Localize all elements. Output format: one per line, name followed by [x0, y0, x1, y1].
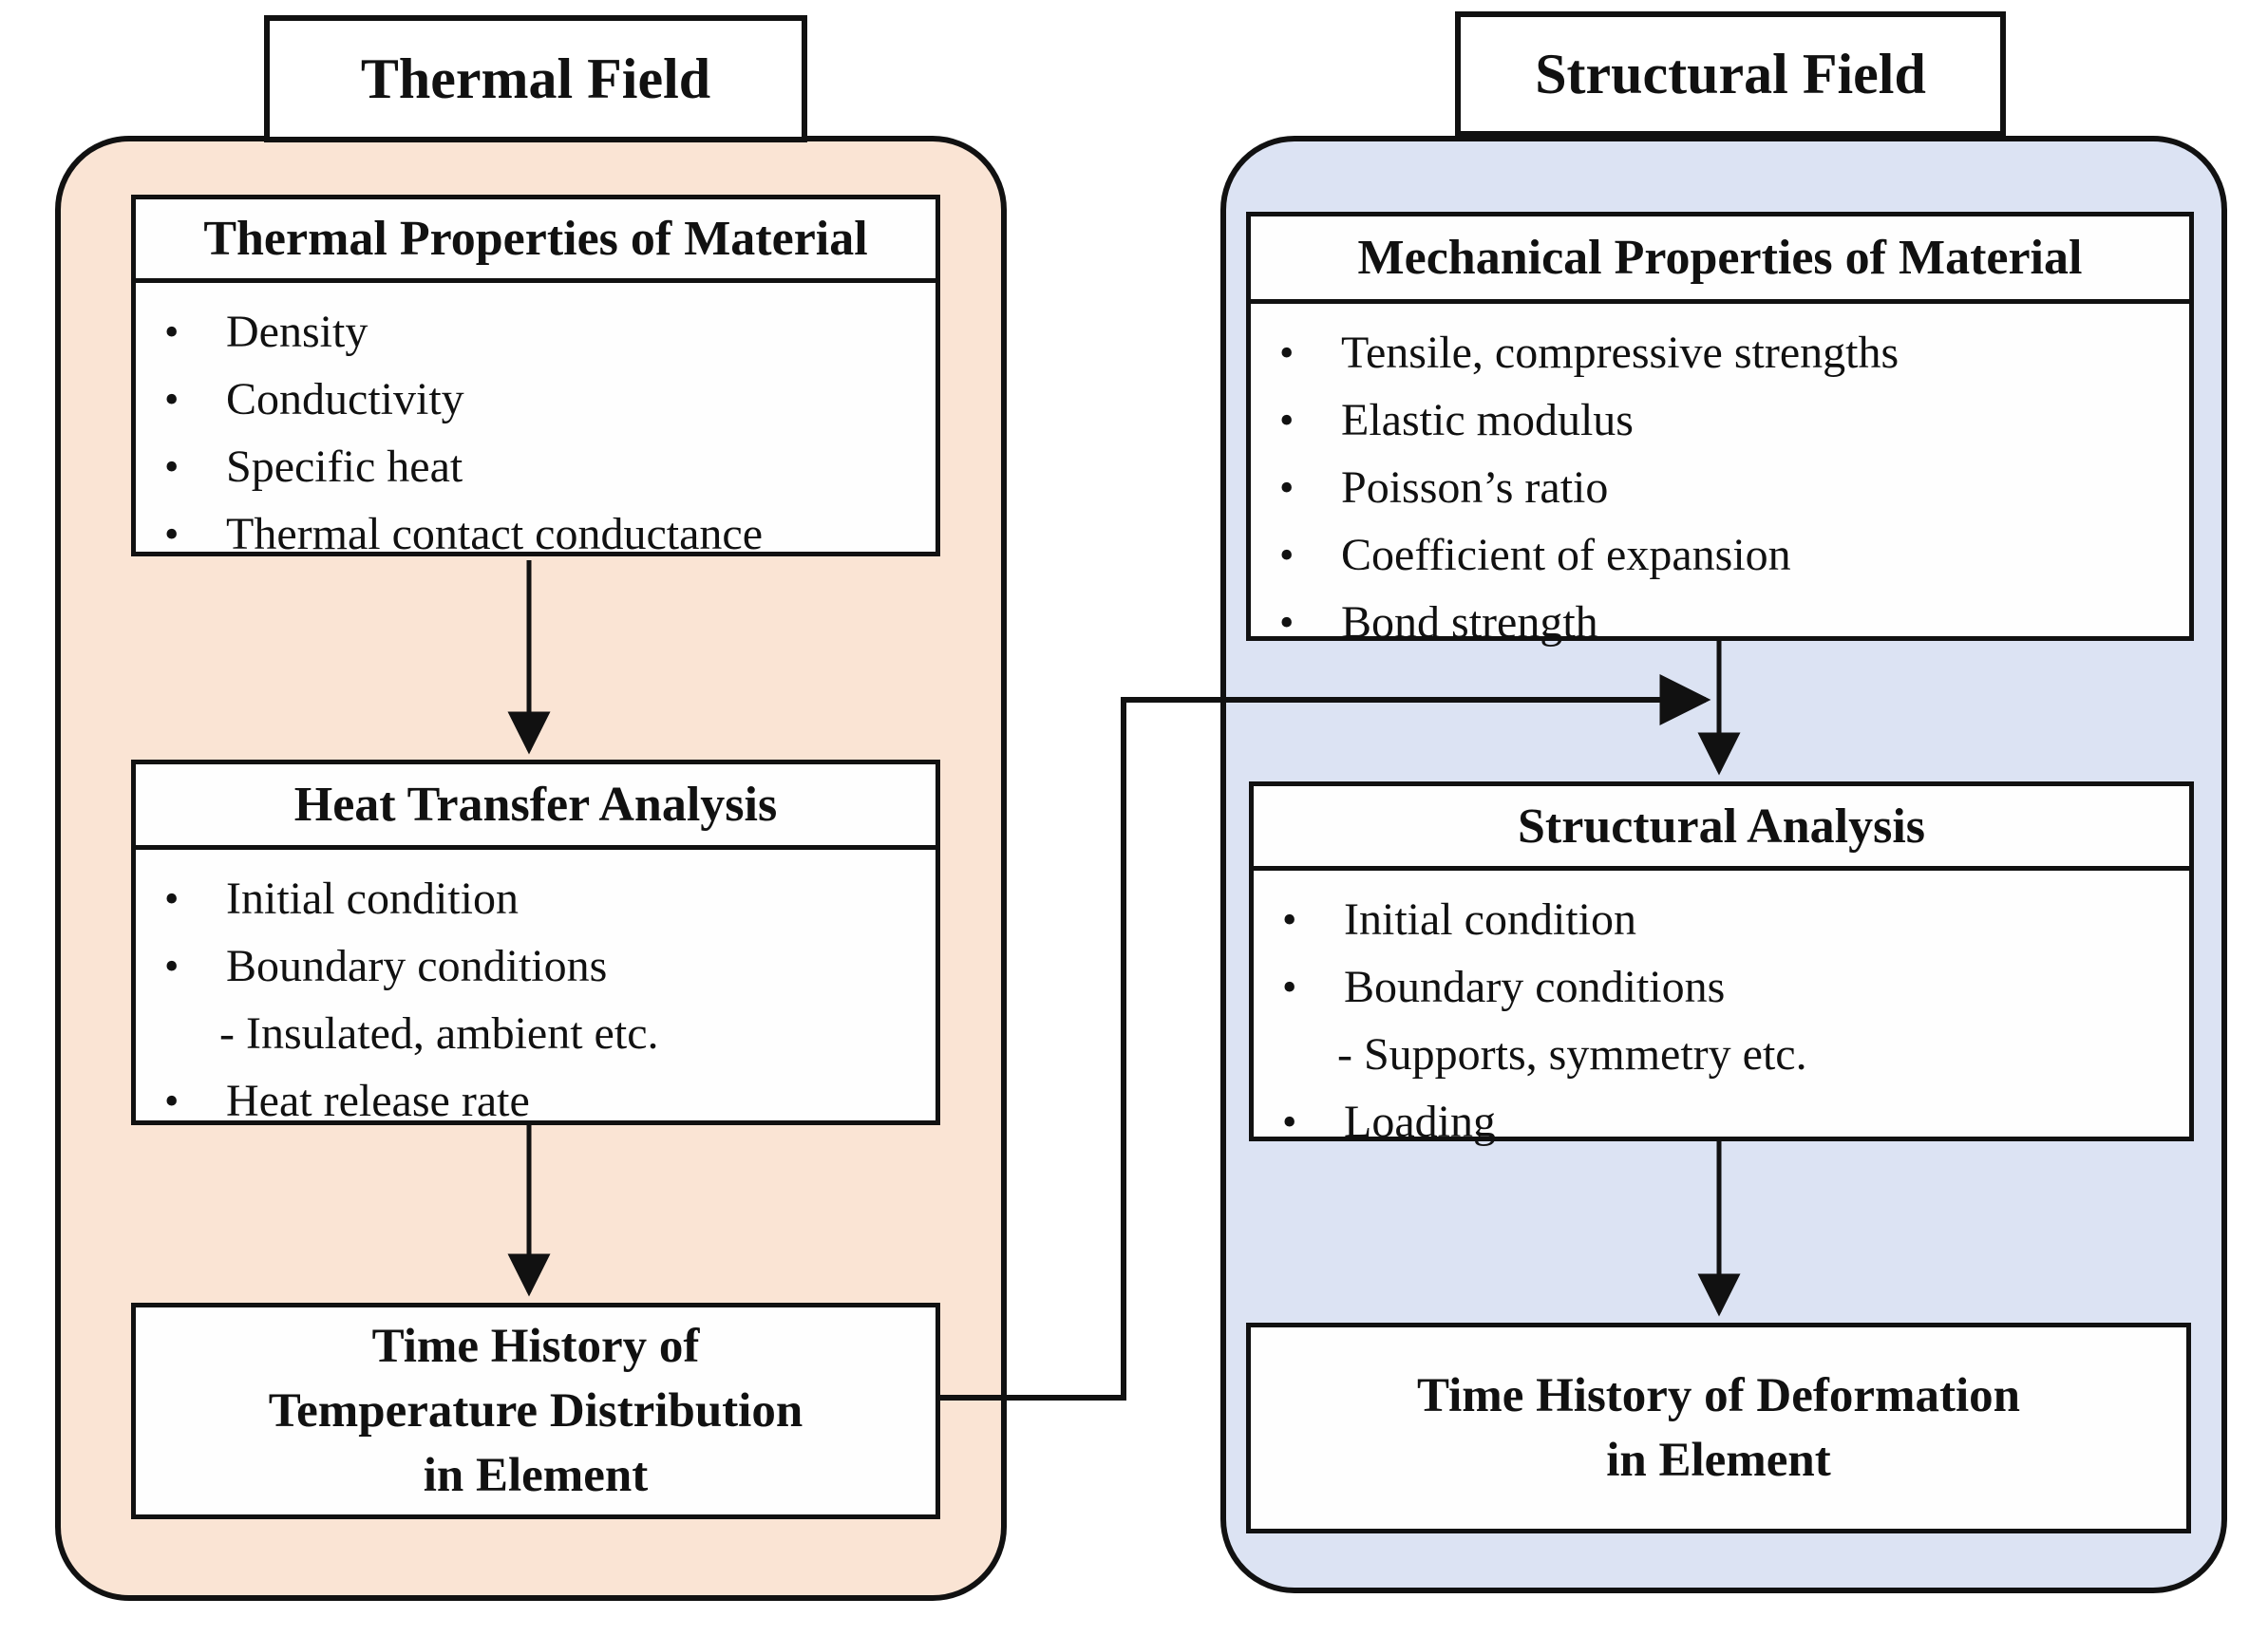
- list-item: • Bond strength: [1251, 589, 2189, 656]
- result-line: Temperature Distribution: [268, 1384, 803, 1438]
- list-item: • Heat release rate: [136, 1067, 936, 1135]
- list-item-label: - Supports, symmetry etc.: [1337, 1029, 1807, 1080]
- list-item-label: Heat release rate: [226, 1076, 530, 1126]
- thermal-field-title: Thermal Field: [264, 15, 807, 142]
- list-item: • Boundary conditions: [136, 932, 936, 1000]
- result-line: in Element: [423, 1449, 649, 1502]
- list-item-label: Conductivity: [226, 374, 464, 424]
- bullet-icon: •: [1282, 896, 1297, 943]
- heat-transfer-analysis-box: Heat Transfer Analysis • Initial conditi…: [131, 760, 940, 1126]
- result-line: Time History of Deformation: [1416, 1369, 2020, 1422]
- list-item: • Density: [136, 298, 936, 366]
- bullet-icon: •: [164, 309, 180, 355]
- bullet-icon: •: [164, 511, 180, 557]
- thermal-properties-list: • Density • Conductivity • Specific heat…: [136, 283, 936, 568]
- bullet-icon: •: [164, 443, 180, 490]
- bullet-icon: •: [1279, 464, 1295, 511]
- mechanical-properties-header: Mechanical Properties of Material: [1251, 216, 2189, 304]
- list-item: • Initial condition: [1254, 886, 2189, 953]
- result-line: in Element: [1606, 1434, 1831, 1487]
- list-item-label: Initial condition: [1344, 894, 1636, 945]
- bullet-icon: •: [1279, 329, 1295, 376]
- bullet-icon: •: [164, 875, 180, 922]
- list-item: • Specific heat: [136, 433, 936, 500]
- list-item-label: Bond strength: [1341, 597, 1598, 648]
- list-item: • Coefficient of expansion: [1251, 521, 2189, 589]
- thermal-properties-header: Thermal Properties of Material: [136, 199, 936, 283]
- structural-field-title: Structural Field: [1455, 11, 2006, 137]
- structural-analysis-box: Structural Analysis • Initial condition …: [1249, 781, 2194, 1147]
- list-item-label: Density: [226, 307, 369, 357]
- list-item-label: Tensile, compressive strengths: [1341, 328, 1899, 378]
- list-item: • Tensile, compressive strengths: [1251, 319, 2189, 386]
- result-line: Time History of: [371, 1320, 700, 1373]
- list-item-label: Boundary conditions: [1344, 962, 1726, 1012]
- bullet-icon: •: [1279, 532, 1295, 578]
- list-item: • Poisson’s ratio: [1251, 454, 2189, 521]
- thermal-result-box: Time History of Temperature Distribution…: [131, 1303, 940, 1519]
- structural-analysis-list: • Initial condition • Boundary condition…: [1254, 871, 2189, 1156]
- list-item-label: Boundary conditions: [226, 941, 608, 991]
- list-sub-item: - Insulated, ambient etc.: [136, 1000, 936, 1067]
- list-item-label: Specific heat: [226, 442, 463, 492]
- list-item: • Loading: [1254, 1088, 2189, 1156]
- list-item-label: Elastic modulus: [1341, 395, 1634, 445]
- list-item: • Elastic modulus: [1251, 386, 2189, 454]
- heat-transfer-analysis-list: • Initial condition • Boundary condition…: [136, 850, 936, 1135]
- list-item-label: - Insulated, ambient etc.: [219, 1008, 659, 1059]
- bullet-icon: •: [164, 376, 180, 423]
- list-item-label: Thermal contact conductance: [226, 509, 764, 559]
- list-item-label: Coefficient of expansion: [1341, 530, 1791, 580]
- bullet-icon: •: [164, 1078, 180, 1124]
- bullet-icon: •: [1282, 1099, 1297, 1145]
- structural-analysis-header: Structural Analysis: [1254, 786, 2189, 871]
- list-item: • Conductivity: [136, 366, 936, 433]
- list-item: • Thermal contact conductance: [136, 500, 936, 568]
- list-item-label: Initial condition: [226, 874, 519, 924]
- list-sub-item: - Supports, symmetry etc.: [1254, 1021, 2189, 1088]
- thermal-properties-box: Thermal Properties of Material • Density…: [131, 195, 940, 559]
- bullet-icon: •: [164, 943, 180, 989]
- mechanical-properties-box: Mechanical Properties of Material • Tens…: [1246, 212, 2194, 648]
- bullet-icon: •: [1282, 964, 1297, 1010]
- list-item: • Boundary conditions: [1254, 953, 2189, 1021]
- heat-transfer-analysis-header: Heat Transfer Analysis: [136, 764, 936, 850]
- structural-result-box: Time History of Deformation in Element: [1246, 1323, 2191, 1533]
- bullet-icon: •: [1279, 599, 1295, 646]
- mechanical-properties-list: • Tensile, compressive strengths • Elast…: [1251, 304, 2189, 656]
- list-item-label: Loading: [1344, 1097, 1496, 1147]
- list-item: • Initial condition: [136, 865, 936, 932]
- bullet-icon: •: [1279, 397, 1295, 443]
- list-item-label: Poisson’s ratio: [1341, 462, 1609, 513]
